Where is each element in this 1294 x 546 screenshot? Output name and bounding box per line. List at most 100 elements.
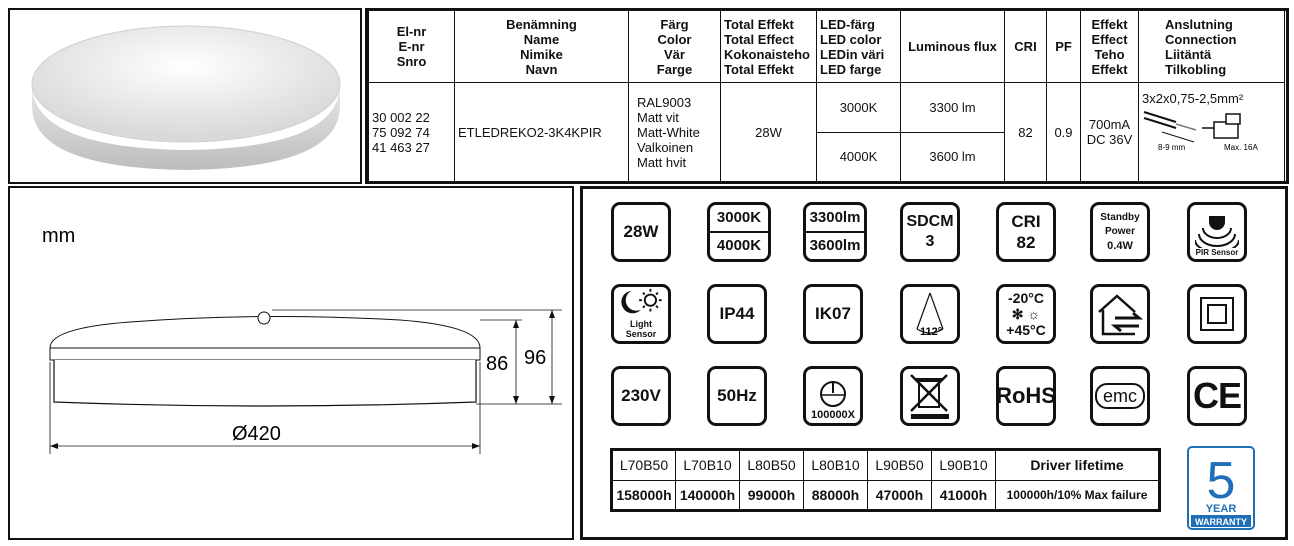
height-inner-label: 86 [486,353,508,375]
beam-cone-icon: 112° [916,292,944,338]
connection-text: 3x2x0,75-2,5mm² [1142,91,1244,107]
sdcm-icon: SDCM 3 [900,202,960,262]
warranty-line1: YEAR [1206,503,1237,515]
color-temperature-icon: 3000K 4000K [707,202,771,262]
pir-sensor-icon: PIR Sensor [1187,202,1247,262]
emc-icon: emc [1090,366,1150,426]
light-sensor-icon: Light Sensor [611,284,671,344]
standby-value: 0.4W [1107,240,1133,252]
lifetime-header: L90B50 [867,449,932,481]
header-power: Effekt Effect Teho Effekt [1080,9,1139,84]
strip-length-label: 8-9 mm [1158,143,1185,152]
diameter-label: Ø420 [232,423,281,445]
height-outer-label: 96 [524,347,546,369]
sdcm-label: SDCM [906,213,954,230]
switching-cycles-icon: 100000X [803,366,863,426]
cell-effect: 28W [720,82,817,182]
lifetime-value: 158000h [611,479,676,511]
cri-value: 82 [1016,233,1036,252]
cell-power: 700mA DC 36V [1080,82,1139,182]
wire-strip-diagram: 8-9 mm Max. 16A [1143,111,1258,152]
spec-table: El-nr E-nr Snro Benämning Name Nimike Na… [368,9,1285,183]
beam-angle-label: 112° [920,326,942,338]
power-icon: 28W [611,202,671,262]
cell-color: RAL9003 Matt vit Matt-White Valkoinen Ma… [628,82,721,182]
temp-high: +45°C [1006,322,1046,338]
emc-label: emc [1094,383,1145,409]
weee-icon [900,366,960,426]
indoor-use-icon [1090,284,1150,344]
frequency-icon: 50Hz [707,366,767,426]
lifetime-value: 88000h [803,479,868,511]
cri-icon: CRI 82 [996,202,1056,262]
header-connection: Anslutning Connection Liitäntä Tilkoblin… [1138,9,1285,84]
cell-led2: 4000K [816,131,901,183]
lifetime-header: L80B50 [739,449,804,481]
cct-warm: 3000K [716,209,762,226]
cell-name: ETLEDREKO2-3K4KPIR [454,82,629,182]
voltage-icon: 230V [611,366,671,426]
product-photo [31,25,341,170]
header-name: Benämning Name Nimike Navn [454,9,629,84]
pir-label: PIR Sensor [1195,248,1239,257]
lifetime-header: L90B10 [931,449,996,481]
temp-low: -20°C [1008,290,1044,306]
flux-1: 3300lm [809,209,861,226]
luminous-flux-icon: 3300lm 3600lm [803,202,867,262]
class-ii-icon [1187,284,1247,344]
double-square-icon [1200,297,1234,331]
lifetime-value: 47000h [867,479,932,511]
lifetime-value: 99000h [739,479,804,511]
temperature-range-icon: -20°C ✻ ☼ +45°C [996,284,1056,344]
header-elnr: El-nr E-nr Snro [368,9,455,84]
lifetime-value: 140000h [675,479,740,511]
light-sensor-label: Light Sensor [625,319,657,339]
pir-waves-icon [1195,216,1239,248]
house-arrows-icon [1098,294,1144,336]
header-pf: PF [1046,9,1081,84]
lifetime-header: Driver lifetime [995,449,1160,481]
rohs-icon: RoHS [996,366,1056,426]
header-flux: Luminous flux [900,9,1005,84]
frequency-value: 50Hz [717,386,757,405]
power-switch-icon [820,381,846,407]
max-current-label: Max. 16A [1224,143,1258,152]
ce-label: CE [1192,375,1242,416]
warranty-years: 5 [1207,452,1236,510]
snowflake-sun-icon: ✻ ☼ [1011,306,1041,322]
cell-flux1: 3300 lm [900,82,1005,133]
cell-pf: 0.9 [1046,82,1081,182]
product-photo-panel [8,8,362,184]
crossed-bin-icon [910,374,949,419]
flux-2: 3600lm [806,231,864,259]
cell-elnr: 30 002 22 75 092 74 41 463 27 [368,82,455,182]
lifetime-value: 100000h/10% Max failure [995,479,1160,511]
lifetime-value: 41000h [931,479,996,511]
ip-value: IP44 [719,304,755,323]
beam-angle-icon: 112° [900,284,960,344]
sdcm-value: 3 [925,233,935,250]
cell-connection: 3x2x0,75-2,5mm² 8-9 mm Max. 16A [1138,82,1285,182]
power-value: 28W [623,222,659,241]
switching-cycles-value: 100000X [810,409,856,421]
ik-rating-icon: IK07 [803,284,863,344]
rohs-label: RoHS [996,383,1056,408]
cell-flux2: 3600 lm [900,131,1005,183]
dimension-drawing: mm 86 96 Ø420 [42,225,562,454]
cell-led1: 3000K [816,82,901,133]
cell-cri: 82 [1004,82,1047,182]
warranty-line2: WARRANTY [1195,517,1247,527]
warranty-badge: 5 YEAR WARRANTY [1187,446,1255,530]
ip-rating-icon: IP44 [707,284,767,344]
cri-label: CRI [1011,212,1041,231]
dimension-drawing-panel: mm 86 96 Ø420 [8,186,574,540]
cct-neutral: 4000K [710,231,768,259]
unit-label: mm [42,225,75,247]
header-effect: Total Effekt Total Effect Kokonaisteho T… [720,9,817,84]
header-ledcolor: LED-färg LED color LEDin väri LED farge [816,9,901,84]
header-cri: CRI [1004,9,1047,84]
lifetime-header: L70B10 [675,449,740,481]
lifetime-header: L80B10 [803,449,868,481]
moon-sun-icon [621,288,662,314]
lifetime-table: L70B50 L70B10 L80B50 L80B10 L90B50 L90B1… [610,448,1161,512]
